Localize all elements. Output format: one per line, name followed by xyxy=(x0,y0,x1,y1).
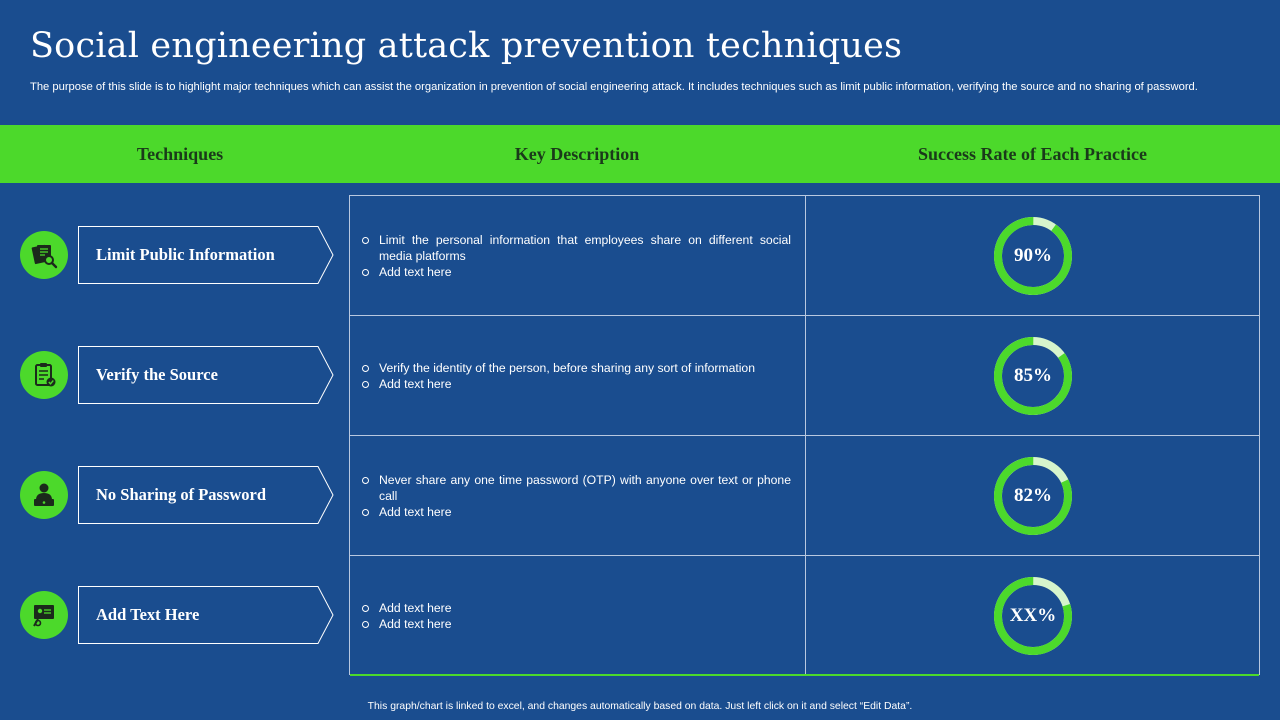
technique-limit-public-information: Limit Public Information xyxy=(78,226,334,284)
description-list: Verify the identity of the person, befor… xyxy=(361,360,791,392)
description-bullet: Never share any one time password (OTP) … xyxy=(361,472,791,504)
table-row-divider xyxy=(350,315,1259,316)
description-list: Limit the personal information that empl… xyxy=(361,232,791,280)
table-row-divider xyxy=(350,555,1259,556)
description-rate-table xyxy=(349,195,1260,676)
header-key-description: Key Description xyxy=(514,144,640,164)
description-bullet: Limit the personal information that empl… xyxy=(361,232,791,264)
header-success-rate: Success Rate of Each Practice xyxy=(918,144,1147,164)
success-rate-value: 90% xyxy=(1014,245,1052,266)
page-subtitle: The purpose of this slide is to highligh… xyxy=(30,81,1198,93)
table-bottom-accent xyxy=(350,674,1259,676)
success-rate-donut: 90% xyxy=(991,214,1075,298)
success-rate-donut: XX% xyxy=(991,574,1075,658)
success-rate-value: 85% xyxy=(1014,365,1052,386)
description-bullet: Add text here xyxy=(361,376,791,392)
technique-verify-the-source: Verify the Source xyxy=(78,346,334,404)
success-rate-donut: 85% xyxy=(991,334,1075,418)
column-header-band: Techniques Key Description Success Rate … xyxy=(0,125,1280,183)
technique-label: Add Text Here xyxy=(96,605,200,624)
table-row-divider xyxy=(350,435,1259,436)
technique-no-sharing-of-password: No Sharing of Password xyxy=(78,466,334,524)
success-rate-value: XX% xyxy=(1009,605,1057,626)
description-bullet: Add text here xyxy=(361,264,791,280)
clipboard-check-icon xyxy=(20,351,68,399)
description-bullet: Add text here xyxy=(361,616,791,632)
presentation-board-icon xyxy=(20,591,68,639)
description-bullet: Add text here xyxy=(361,600,791,616)
description-bullet: Verify the identity of the person, befor… xyxy=(361,360,791,376)
success-rate-donut: 82% xyxy=(991,454,1075,538)
description-list: Never share any one time password (OTP) … xyxy=(361,472,791,520)
footer-note: This graph/chart is linked to excel, and… xyxy=(367,701,913,712)
technique-label: Verify the Source xyxy=(96,365,218,384)
success-rate-value: 82% xyxy=(1014,485,1052,506)
technique-label: No Sharing of Password xyxy=(96,485,267,504)
page-title: Social engineering attack prevention tec… xyxy=(30,26,903,66)
technique-label: Limit Public Information xyxy=(96,245,275,264)
description-list: Add text here Add text here xyxy=(361,600,791,632)
documents-magnifier-icon xyxy=(20,231,68,279)
description-bullet: Add text here xyxy=(361,504,791,520)
header-techniques: Techniques xyxy=(136,144,224,164)
donut-arc xyxy=(994,217,1072,295)
technique-add-text-here: Add Text Here xyxy=(78,586,334,644)
person-at-computer-icon xyxy=(20,471,68,519)
